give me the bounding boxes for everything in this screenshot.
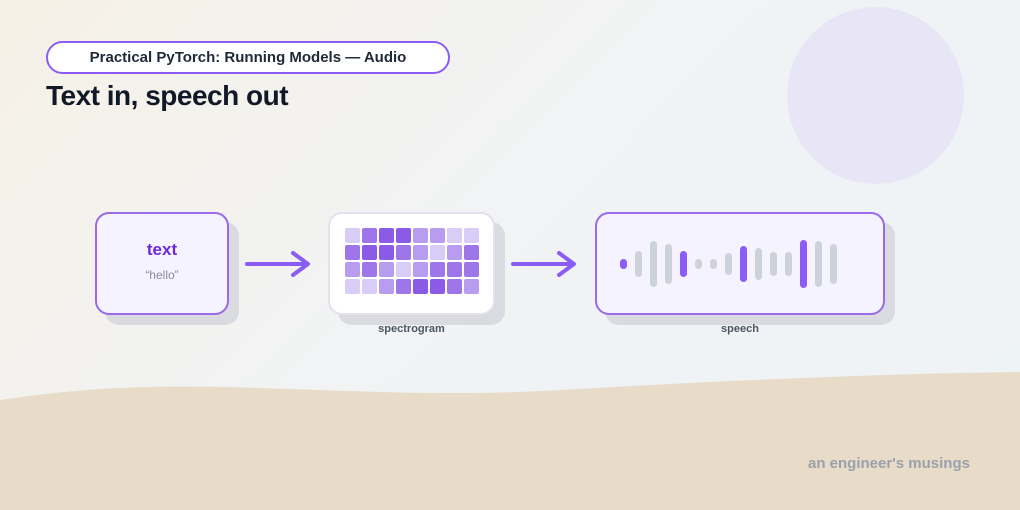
spectrogram-cell (396, 245, 411, 260)
speech-waveform (620, 214, 837, 313)
spectrogram-cell (430, 245, 445, 260)
spectrogram-cell (362, 245, 377, 260)
spectrogram-cell (413, 262, 428, 277)
waveform-bar (725, 252, 732, 275)
ground-wave (0, 372, 1020, 510)
waveform-bar (830, 243, 837, 284)
waveform-bar (755, 247, 762, 280)
waveform-bar (800, 239, 807, 288)
waveform-bar (620, 258, 627, 269)
spectrogram-cell (464, 245, 479, 260)
speech-node (595, 212, 885, 315)
text-node-title: text (146, 239, 178, 259)
waveform-bar (740, 245, 747, 282)
spectrogram-cell (464, 228, 479, 243)
spectrogram-cell (379, 262, 394, 277)
waveform-bar (815, 240, 822, 287)
spectrogram-cell (464, 262, 479, 277)
spectrogram-cell (379, 279, 394, 294)
spectrogram-cell (362, 262, 377, 277)
text-node: text “hello” (95, 212, 229, 315)
spectrogram-cell (430, 228, 445, 243)
spectrogram-cell (345, 228, 360, 243)
spectrogram-cell (379, 245, 394, 260)
spectrogram-cell (362, 228, 377, 243)
spectrogram-cell (362, 279, 377, 294)
waveform-bar (650, 240, 657, 287)
spectrogram-cell (447, 245, 462, 260)
series-pill: Practical PyTorch: Running Models — Audi… (46, 41, 450, 74)
spectrogram-cell (447, 262, 462, 277)
footer-brand: an engineer's musings (808, 455, 970, 472)
spectrogram-node (328, 212, 495, 315)
spectrogram-cell (396, 279, 411, 294)
spectrogram-cell (430, 262, 445, 277)
waveform-bar (665, 243, 672, 284)
speech-caption: speech (721, 323, 759, 335)
spectrogram-grid (345, 228, 479, 294)
spectrogram-cell (464, 279, 479, 294)
spectrogram-cell (396, 262, 411, 277)
spectrogram-cell (413, 245, 428, 260)
spectrogram-cell (447, 228, 462, 243)
waveform-bar (680, 250, 687, 277)
arrow-text-to-spectrogram (245, 251, 310, 277)
spectrogram-cell (413, 279, 428, 294)
spectrogram-cell (345, 262, 360, 277)
spectrogram-cell (447, 279, 462, 294)
waveform-bar (635, 250, 642, 277)
waveform-bar (770, 251, 777, 276)
spectrogram-cell (413, 228, 428, 243)
arrow-spectrogram-to-speech (511, 251, 576, 277)
spectrogram-cell (379, 228, 394, 243)
spectrogram-cell (345, 245, 360, 260)
waveform-bar (695, 258, 702, 269)
waveform-bar (710, 258, 717, 269)
text-node-example: “hello” (145, 267, 179, 282)
spectrogram-cell (430, 279, 445, 294)
waveform-bar (785, 251, 792, 276)
spectrogram-cell (345, 279, 360, 294)
page-title: Text in, speech out (46, 80, 289, 111)
spectrogram-cell (396, 228, 411, 243)
spectrogram-caption: spectrogram (378, 323, 445, 335)
decorative-circle (787, 7, 964, 184)
